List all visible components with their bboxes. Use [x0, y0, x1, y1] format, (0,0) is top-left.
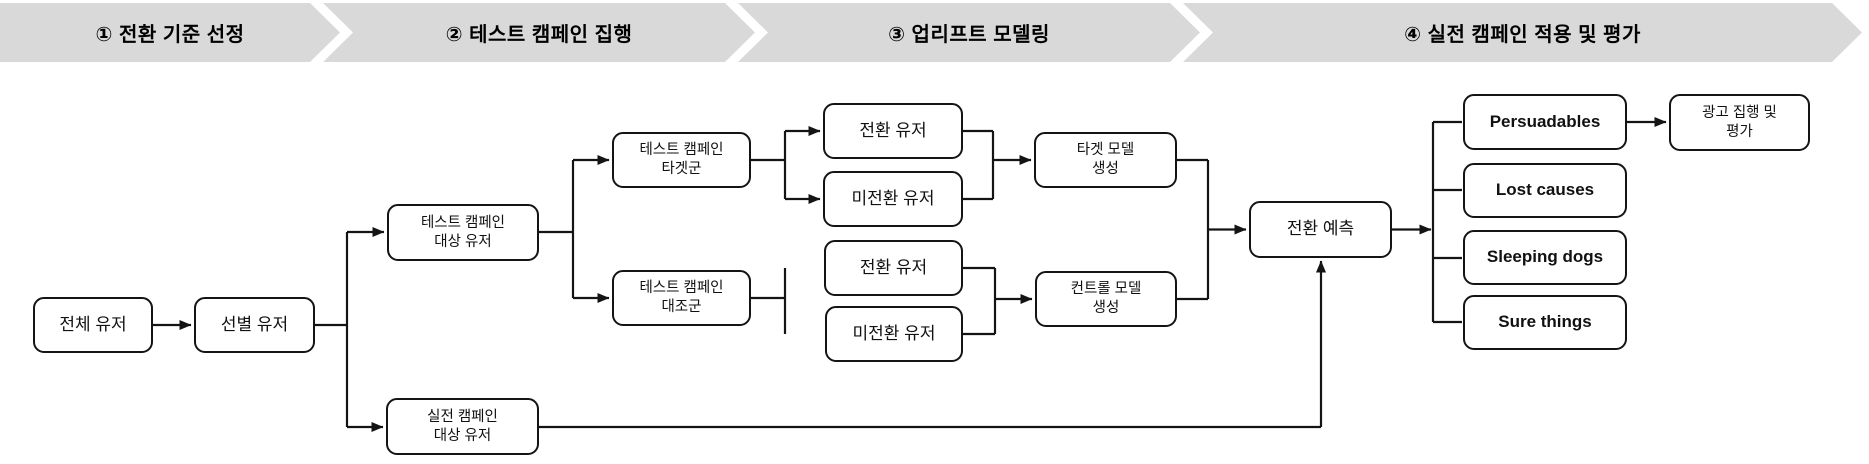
node-conversion-prediction: 전환 예측: [1249, 201, 1392, 258]
stage-banner-1: ① 전환 기준 선정: [0, 3, 340, 62]
stage-banner-2-label: ② 테스트 캠페인 집행: [445, 24, 633, 46]
node-test-campaign-control-group: 테스트 캠페인 대조군: [612, 270, 751, 326]
node-treatment-unconverted-users: 미전환 유저: [823, 171, 963, 227]
wire-test-target-branch: [539, 160, 575, 298]
node-all-users: 전체 유저: [33, 297, 153, 353]
node-ad-execution-evaluation: 광고 집행 및 평가: [1669, 94, 1810, 151]
node-persuadables: Persuadables: [1463, 94, 1627, 150]
node-lost-causes: Lost causes: [1463, 163, 1627, 218]
node-control-model-creation: 컨트롤 모델 생성: [1035, 271, 1177, 327]
stage-banner-4: ④ 실전 캠페인 적용 및 평가: [1183, 3, 1862, 62]
node-treatment-converted-users: 전환 유저: [823, 103, 963, 159]
node-test-campaign-target-users: 테스트 캠페인 대상 유저: [387, 204, 539, 261]
stage-banner-1-label: ① 전환 기준 선정: [95, 24, 245, 46]
wire-treatment-branch: [751, 131, 787, 199]
node-target-model-creation: 타겟 모델 생성: [1034, 132, 1177, 188]
node-control-unconverted-users: 미전환 유저: [825, 306, 963, 362]
node-sleeping-dogs: Sleeping dogs: [1463, 230, 1627, 285]
wire-control-branch: [751, 268, 787, 334]
wire-selected-branch: [315, 232, 349, 427]
wire-control-merge: [963, 266, 997, 336]
wire-model-merge: [1177, 158, 1210, 301]
stage-banner-3-label: ③ 업리프트 모델링: [888, 24, 1050, 46]
node-test-campaign-treatment-group: 테스트 캠페인 타겟군: [612, 132, 751, 188]
node-real-campaign-target-users: 실전 캠페인 대상 유저: [386, 398, 539, 455]
stage-banner-2: ② 테스트 캠페인 집행: [323, 3, 755, 62]
stage-banner-4-label: ④ 실전 캠페인 적용 및 평가: [1404, 24, 1641, 46]
wire-segment-fanout: [1431, 120, 1462, 324]
node-control-converted-users: 전환 유저: [824, 240, 963, 296]
node-sure-things: Sure things: [1463, 295, 1627, 350]
stage-banner-3: ③ 업리프트 모델링: [738, 3, 1200, 62]
wire-treatment-merge: [963, 129, 995, 201]
node-selected-users: 선별 유저: [194, 297, 315, 353]
